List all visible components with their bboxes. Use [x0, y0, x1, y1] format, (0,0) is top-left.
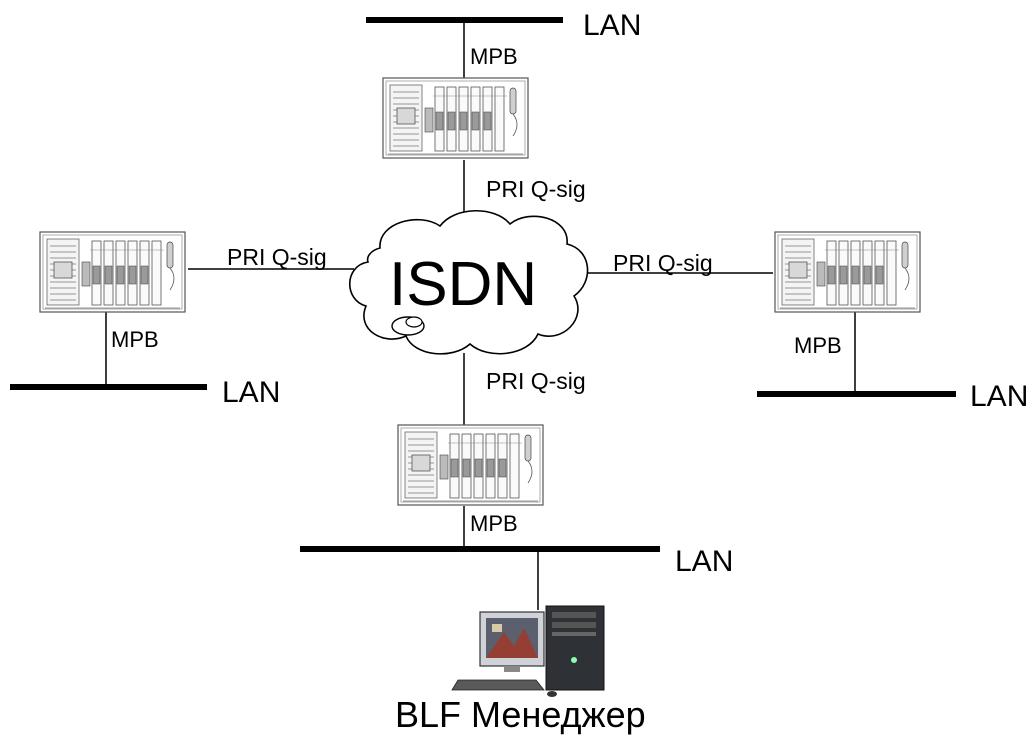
pri-label-right: PRI Q-sig	[613, 250, 713, 276]
lan-label-right: LAN	[970, 380, 1029, 413]
pbx-right-icon	[774, 231, 921, 313]
pri-label-bottom: PRI Q-sig	[486, 368, 586, 394]
pbx-bottom-icon	[397, 424, 544, 506]
workstation-computer-icon	[451, 605, 605, 697]
pri-label-top: PRI Q-sig	[486, 176, 586, 202]
isdn-cloud-icon	[348, 209, 589, 355]
mpb-label-left: MPB	[111, 327, 159, 352]
pbx-left-icon	[39, 231, 186, 313]
lan-label-left: LAN	[222, 376, 281, 409]
pri-label-left: PRI Q-sig	[227, 244, 327, 270]
mpb-label-right: MPB	[794, 333, 842, 358]
mpb-label-top: MPB	[470, 44, 518, 69]
blf-manager-caption: BLF Менеджер	[395, 694, 646, 735]
mpb-label-bottom: MPB	[470, 511, 518, 536]
lan-label-top: LAN	[583, 9, 642, 42]
pbx-top-icon	[382, 77, 529, 159]
isdn-cloud-label: ISDN	[389, 250, 538, 319]
lan-label-bottom: LAN	[675, 545, 734, 578]
